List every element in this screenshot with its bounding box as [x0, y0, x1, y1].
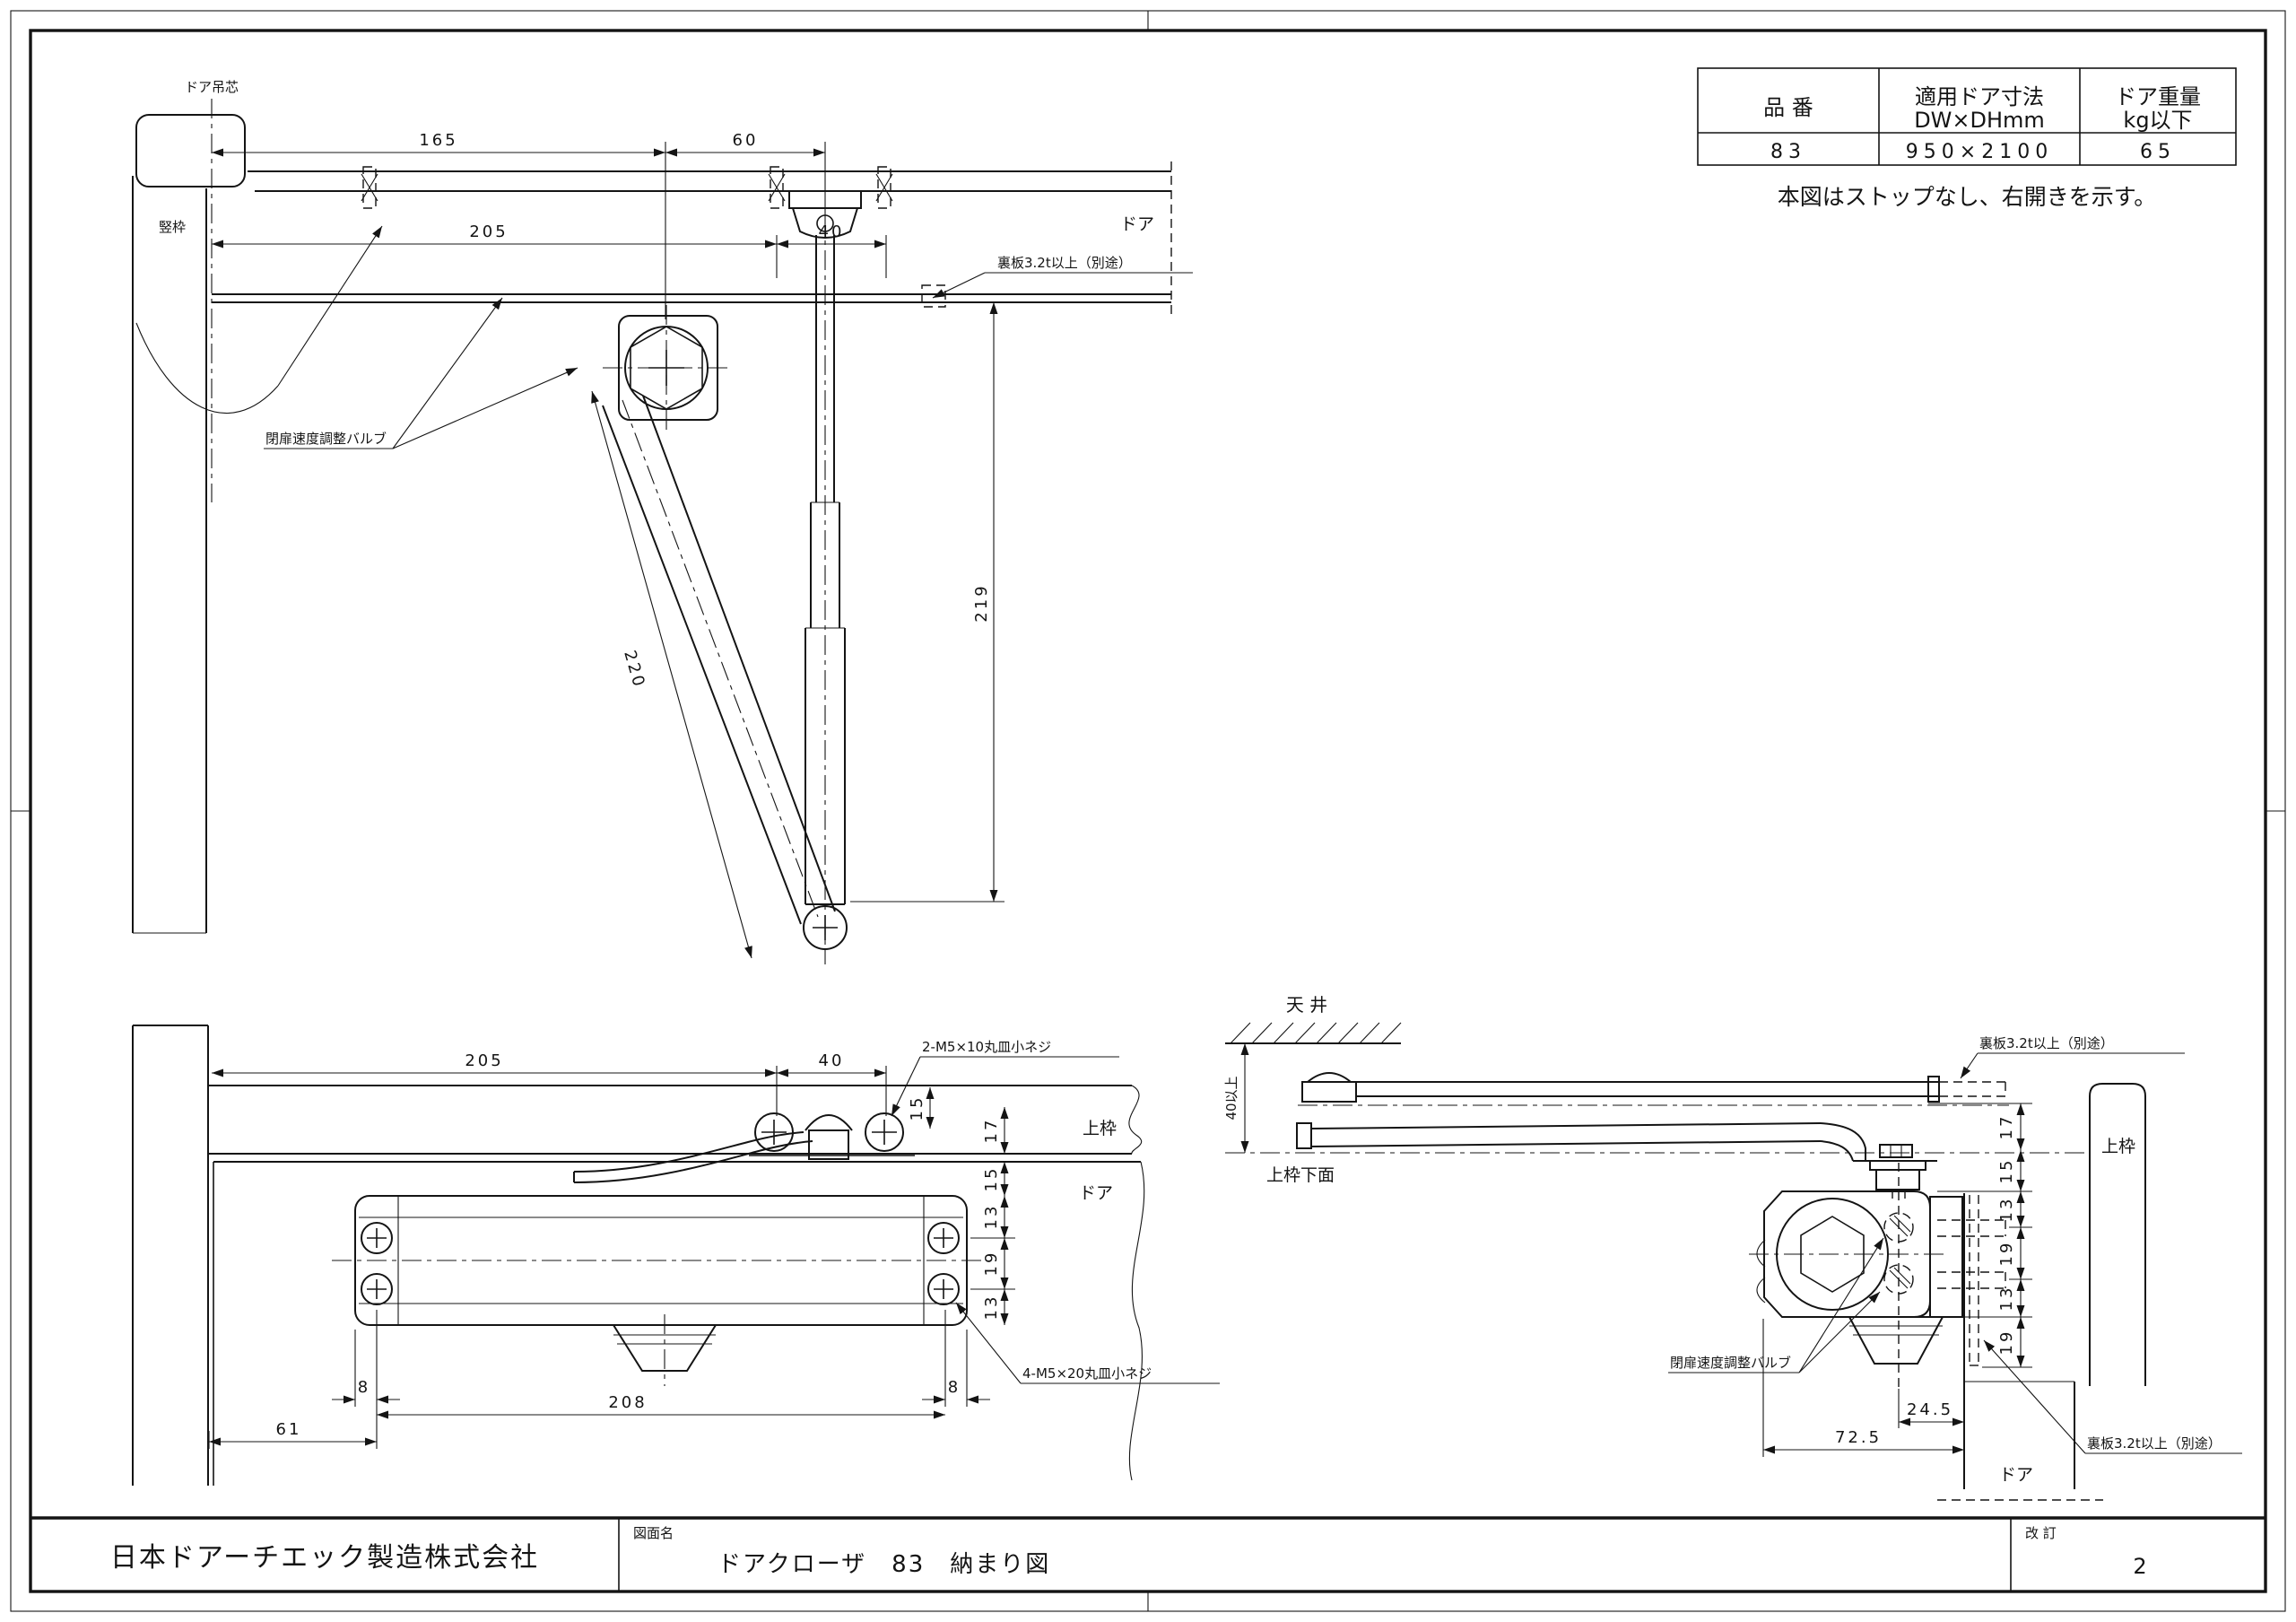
side-dim-13a: 13 [1997, 1197, 2016, 1223]
front-dim-15a: 15 [908, 1095, 926, 1121]
front-dim-61: 61 [276, 1420, 302, 1439]
side-ceiling-label: 天 井 [1286, 994, 1327, 1016]
side-head-frame-label: 上枠 [2101, 1137, 2135, 1156]
dim-40: 40 [819, 222, 845, 241]
plan-valve-label: 閉扉速度調整バルブ [265, 431, 387, 447]
revision-number: 2 [2133, 1554, 2146, 1579]
front-door-label: ドア [1079, 1183, 1113, 1203]
plan-backplate-label: 裏板3.2t以上（別途） [997, 255, 1132, 271]
drawing-name: ドアクローザ 83 納まり図 [718, 1551, 1050, 1578]
side-dim-17: 17 [1997, 1114, 2016, 1140]
front-arm-bracket [573, 1112, 915, 1183]
dim-205: 205 [469, 222, 508, 241]
side-closer-body [1749, 1163, 2006, 1389]
side-backplate-lower-callout: 裏板3.2t以上（別途） [1983, 1339, 2242, 1454]
front-dim-8l: 8 [358, 1378, 370, 1397]
side-dim-72-5: 72.5 [1835, 1428, 1882, 1447]
spec-header-part-no: 品 番 [1763, 95, 1813, 120]
spec-value-weight: 65 [2140, 141, 2176, 163]
spec-header-weight-2: kg以下 [2123, 108, 2192, 133]
plan-dimensions: 165 60 205 40 219 220 [212, 131, 1004, 959]
dim-60: 60 [733, 131, 759, 150]
revision-label: 改 訂 [2025, 1525, 2057, 1541]
front-arm-screws-callout: 2-M5×10丸皿小ネジ [891, 1039, 1119, 1117]
front-dim-19: 19 [982, 1251, 1001, 1277]
spec-value-part-no: 83 [1770, 141, 1806, 163]
spec-header-door-size-1: 適用ドア寸法 [1915, 84, 2044, 109]
side-dim-19a: 19 [1997, 1241, 2016, 1267]
side-backplate-upper-callout: 裏板3.2t以上（別途） [1960, 1035, 2185, 1079]
dim-165: 165 [419, 131, 457, 150]
side-dim-24-5: 24.5 [1907, 1400, 1953, 1419]
spec-table: 品 番 適用ドア寸法 DW×DHmm ドア重量 kg以下 83 950×2100… [1697, 67, 2237, 210]
plan-valve-callout: 閉扉速度調整バルブ [264, 297, 578, 449]
front-dimensions: 205 40 15 17 15 13 19 13 8 [208, 1051, 1015, 1449]
front-dim-205: 205 [465, 1051, 503, 1070]
sheet-border [10, 10, 2286, 1612]
side-dim-13b: 13 [1997, 1286, 2016, 1312]
front-head-frame-label: 上枠 [1083, 1119, 1117, 1138]
plan-swing-arc [135, 322, 279, 414]
side-valve-callout: 閉扉速度調整バルブ [1668, 1237, 1884, 1373]
front-dim-13a: 13 [982, 1204, 1001, 1230]
side-valve-label: 閉扉速度調整バルブ [1670, 1355, 1791, 1371]
plan-jamb-label: 竪枠 [159, 219, 186, 235]
side-dim-40min: 40以上 [1223, 1076, 1239, 1120]
front-dim-17: 17 [982, 1118, 1001, 1144]
front-dim-8r: 8 [948, 1378, 961, 1397]
spec-value-door-size: 950×2100 [1906, 141, 2053, 163]
side-soffit-label: 上枠下面 [1266, 1165, 1335, 1185]
front-dim-208: 208 [608, 1393, 647, 1412]
dim-220: 220 [620, 649, 648, 691]
side-backplate-upper-label: 裏板3.2t以上（別途） [1979, 1035, 2114, 1051]
spec-header-door-size-2: DW×DHmm [1914, 108, 2045, 133]
side-dim-19b: 19 [1997, 1330, 2016, 1356]
side-arm [1296, 1072, 2009, 1199]
side-view: 天 井 40以上 上枠下面 [1223, 994, 2242, 1501]
plan-spindle [603, 305, 730, 431]
front-view: 上枠 ドア [132, 1025, 1220, 1486]
side-dimensions: 17 15 13 19 13 19 24.5 72.5 [1762, 1103, 2032, 1457]
side-dim-15: 15 [1997, 1158, 2016, 1184]
front-arm-screws-label: 2-M5×10丸皿小ネジ [922, 1039, 1051, 1055]
plan-link-rod [803, 215, 848, 964]
front-dim-40: 40 [819, 1051, 845, 1070]
ceiling-hatch [1230, 1022, 1402, 1044]
drawing-note: 本図はストップなし、右開きを示す。 [1778, 184, 2157, 210]
front-body-screws-callout: 4-M5×20丸皿小ネジ [955, 1302, 1220, 1384]
front-dim-15b: 15 [982, 1166, 1001, 1192]
dim-219: 219 [972, 583, 991, 622]
plan-screw-symbols [361, 166, 893, 209]
title-block: 日本ドアーチエック製造株式会社 図面名 ドアクローザ 83 納まり図 改 訂 2 [30, 1516, 2266, 1591]
front-body-screws-label: 4-M5×20丸皿小ネジ [1022, 1365, 1152, 1382]
side-frame-door: 上枠 ドア [1937, 1083, 2146, 1501]
company-name: 日本ドアーチエック製造株式会社 [110, 1542, 539, 1574]
front-dim-13b: 13 [982, 1295, 1001, 1321]
spec-header-weight-1: ドア重量 [2115, 84, 2201, 109]
plan-view: ドア吊芯 竪枠 ドア [132, 79, 1193, 964]
side-backplate-lower-label: 裏板3.2t以上（別途） [2087, 1435, 2222, 1452]
plan-door-pivot-label: ドア吊芯 [185, 79, 239, 95]
side-door-label: ドア [1999, 1465, 2033, 1485]
front-closer-body [332, 1195, 982, 1386]
plan-door-label: ドア [1120, 214, 1154, 234]
plan-backplate-callout: 裏板3.2t以上（別途） [921, 255, 1193, 308]
drawing-name-label: 図面名 [633, 1525, 674, 1541]
